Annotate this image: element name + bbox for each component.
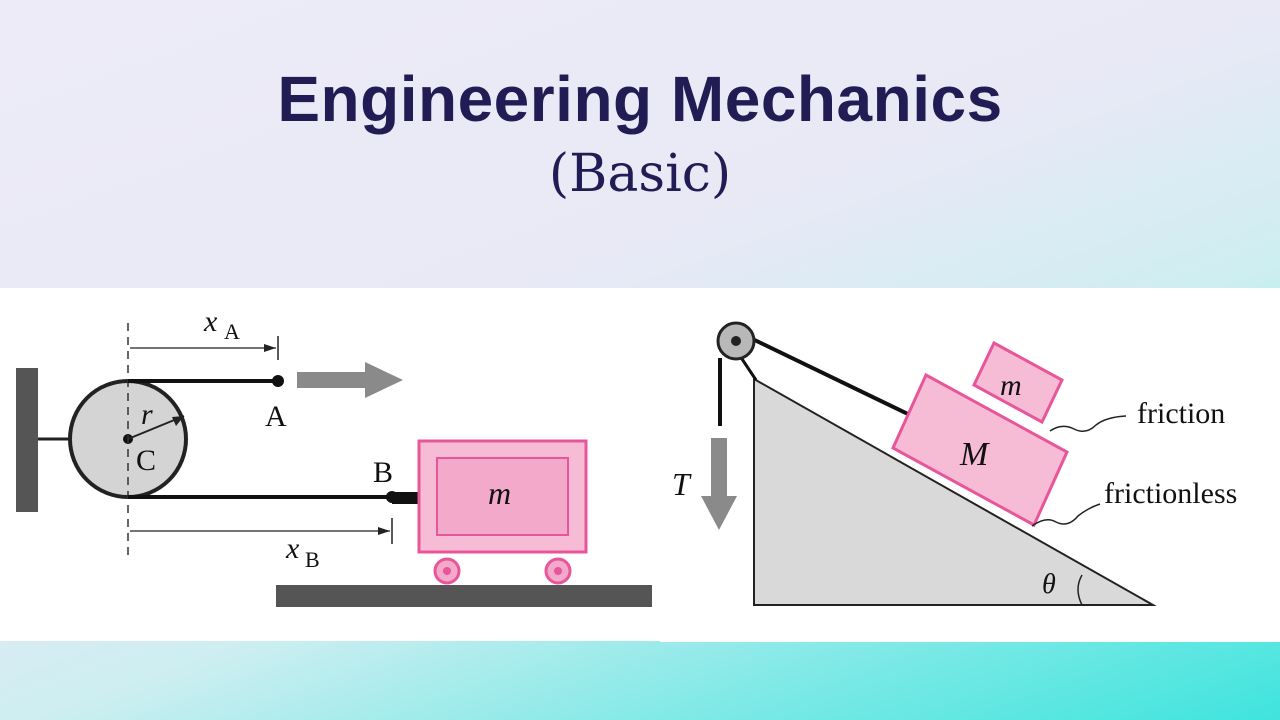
block-small-m [972, 340, 1064, 425]
incline-pulley-center [731, 336, 741, 346]
cart-hub-right [554, 567, 562, 575]
cart-mass-label: m [488, 475, 511, 511]
big-mass-label: M [959, 436, 990, 473]
incline-ramp [753, 377, 1157, 606]
radius-label: r [141, 398, 153, 431]
ground [276, 585, 652, 607]
xb-label: x [285, 532, 300, 565]
friction-label: friction [1137, 397, 1225, 430]
point-b-label: B [373, 456, 393, 489]
incline-diagram: T m M friction frictionless θ [660, 288, 1280, 642]
angle-label: θ [1042, 569, 1056, 600]
pulley-cart-diagram: x A A r C B x B m [0, 288, 660, 641]
center-label: C [136, 444, 156, 477]
xb-subscript: B [305, 547, 320, 572]
friction-leader [1049, 415, 1127, 432]
cart-hitch [392, 492, 418, 504]
angle-arc [1077, 574, 1083, 606]
tension-arrow-shaft [711, 438, 727, 500]
incline-svg: T m M friction frictionless θ [672, 321, 1237, 606]
tension-label: T [672, 466, 692, 502]
slide-title: Engineering Mechanics [277, 63, 1003, 135]
slide-subtitle: (Basic) [548, 144, 732, 204]
frictionless-label: frictionless [1104, 477, 1237, 510]
point-a-label: A [265, 400, 287, 433]
cart-hub-left [443, 567, 451, 575]
xa-subscript: A [224, 319, 240, 344]
radius-arrowhead [172, 416, 184, 426]
wall [16, 368, 38, 512]
tension-arrow-head [701, 496, 737, 530]
xb-arrowhead [378, 527, 390, 535]
incline-rope [735, 329, 913, 418]
point-a-dot [272, 375, 284, 387]
pulley-cart-svg: x A A r C B x B m [16, 305, 652, 607]
small-mass-label: m [1000, 369, 1022, 402]
cart-inner-panel [436, 457, 569, 536]
frictionless-leader [1031, 503, 1101, 527]
pull-arrow-shaft [297, 372, 367, 388]
xa-label: x [203, 305, 218, 338]
pull-arrow-head [365, 362, 403, 398]
xa-arrowhead [264, 344, 276, 352]
